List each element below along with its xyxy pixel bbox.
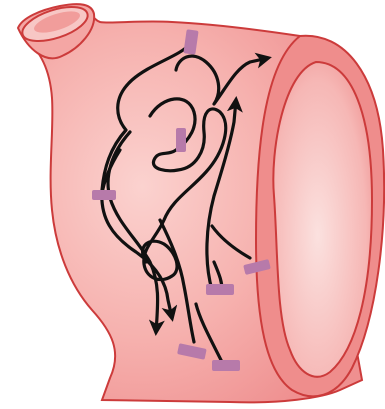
marker-bottom-right: [212, 360, 240, 371]
marker-right-lower: [206, 284, 234, 295]
marker-left: [92, 190, 116, 200]
marker-center: [176, 128, 186, 152]
